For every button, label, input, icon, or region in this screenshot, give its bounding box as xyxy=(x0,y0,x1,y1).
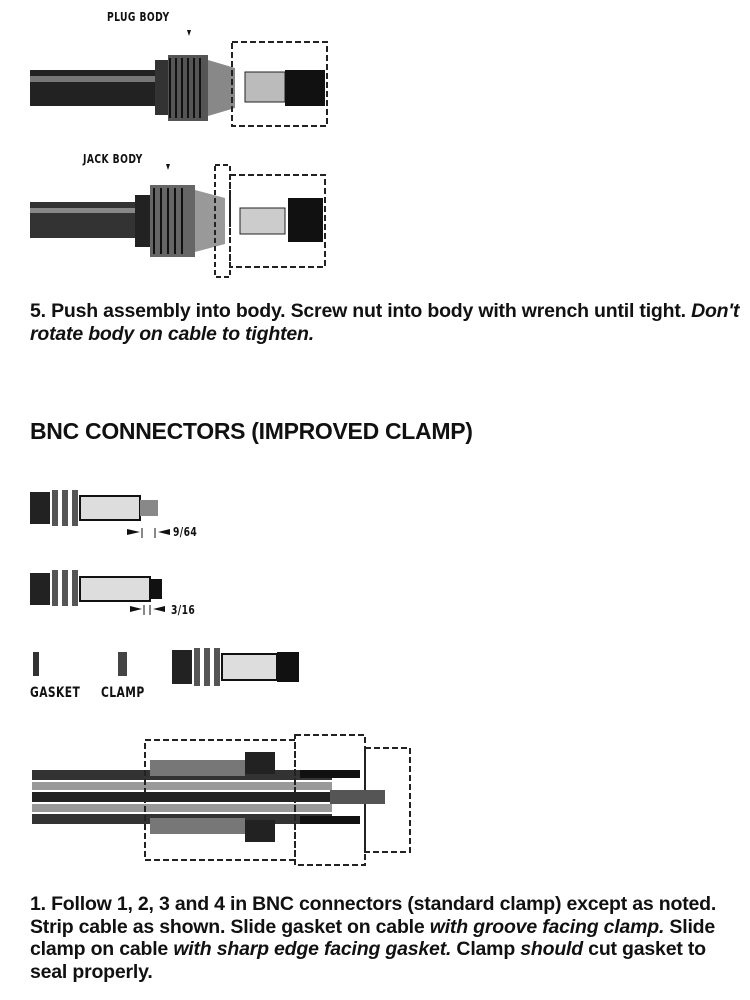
step-5-instruction: 5. Push assembly into body. Screw nut in… xyxy=(30,300,692,322)
step-5-text: 5. Push assembly into body. Screw nut in… xyxy=(30,300,745,345)
plug-body-label: PLUG BODY xyxy=(107,10,170,24)
plug-body-illustration xyxy=(30,30,328,127)
section-heading: BNC CONNECTORS (IMPROVED CLAMP) xyxy=(30,418,473,444)
dimension-9-64: 9/64 xyxy=(173,525,198,539)
step-1-part: 1. Follow 1, 2, 3 and 4 in BNC connector… xyxy=(30,893,717,938)
jack-body-illustration xyxy=(30,164,326,278)
step-1-emphasis: should xyxy=(520,938,583,960)
step-5-warning: Don't rotate body on cable to tighten. xyxy=(30,300,740,345)
step-1-part: Clamp xyxy=(451,938,521,960)
jack-body-label: JACK BODY xyxy=(83,152,143,166)
step-1-emphasis: with groove facing clamp. xyxy=(429,915,665,938)
clamp-label: CLAMP xyxy=(101,685,145,701)
bnc-strip-illustrations xyxy=(30,490,299,686)
step-1-emphasis: with sharp edge facing gasket. xyxy=(173,938,452,960)
bnc-assembly-cross-section xyxy=(32,734,411,866)
step-1-part: cut gasket to seal properly. xyxy=(30,938,706,983)
step-1-part: Slide clamp on cable xyxy=(30,915,716,961)
gasket-label: GASKET xyxy=(30,685,81,701)
step-1-text: 1. Follow 1, 2, 3 and 4 in BNC connector… xyxy=(30,893,745,983)
dimension-3-16: 3/16 xyxy=(171,603,196,617)
